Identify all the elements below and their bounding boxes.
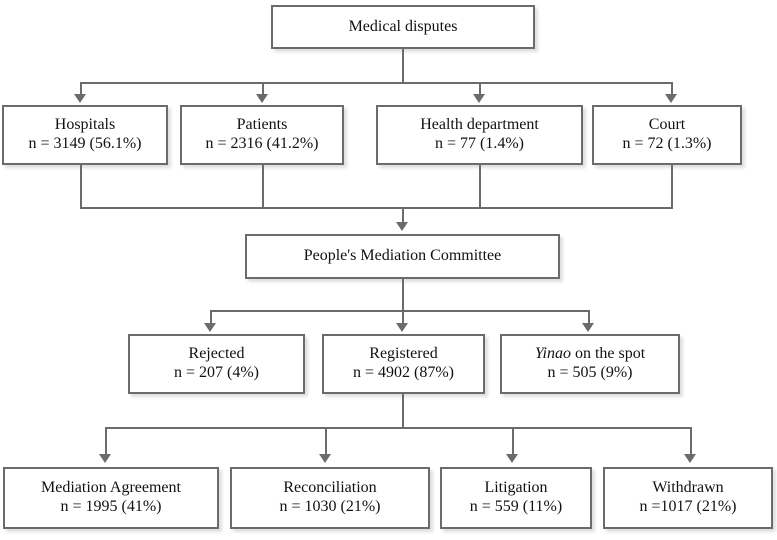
node-title: Mediation Agreement xyxy=(41,479,181,497)
connector-drop-court xyxy=(671,82,673,94)
node-health-department[interactable]: Health department n = 77 (1.4%) xyxy=(376,105,583,165)
connector-committee-stem xyxy=(402,279,404,310)
node-registered[interactable]: Registered n = 4902 (87%) xyxy=(322,334,485,394)
node-title-yinao: Yinao on the spot xyxy=(535,345,645,364)
connector-riser-health-department xyxy=(479,165,481,209)
node-title: Court xyxy=(648,116,686,134)
node-count: n = 1995 (41%) xyxy=(60,498,162,515)
node-title: Litigation xyxy=(484,479,548,497)
node-medical-disputes[interactable]: Medical disputes xyxy=(271,5,535,49)
connector-riser-patients xyxy=(262,165,264,209)
node-title: Medical disputes xyxy=(348,17,458,35)
node-title: Reconciliation xyxy=(283,479,377,497)
node-title: Withdrawn xyxy=(652,479,724,497)
arrow-litigation xyxy=(506,454,518,463)
node-court[interactable]: Court n = 72 (1.3%) xyxy=(592,105,742,165)
arrow-withdrawn xyxy=(684,454,696,463)
node-withdrawn[interactable]: Withdrawn n =1017 (21%) xyxy=(603,467,773,529)
node-count: n =1017 (21%) xyxy=(639,498,737,515)
node-title-rest: on the spot xyxy=(574,345,646,363)
connector-root-stem xyxy=(402,49,404,82)
arrow-reconciliation xyxy=(319,454,331,463)
node-count: n = 1030 (21%) xyxy=(279,498,381,515)
connector-riser-hospitals xyxy=(80,165,82,209)
node-count: n = 559 (11%) xyxy=(469,498,563,515)
arrow-patients xyxy=(256,94,268,103)
node-hospitals[interactable]: Hospitals n = 3149 (56.1%) xyxy=(2,105,168,165)
arrow-committee xyxy=(396,222,408,231)
node-count: n = 3149 (56.1%) xyxy=(28,135,142,152)
connector-bus-level4-level5 xyxy=(105,427,690,429)
connector-drop-health-department xyxy=(479,82,481,94)
node-count: n = 207 (4%) xyxy=(173,364,259,381)
connector-bus-level2-level3 xyxy=(80,207,672,209)
connector-drop-litigation xyxy=(512,427,514,454)
arrow-hospitals xyxy=(74,94,86,103)
node-title: Patients xyxy=(236,116,288,134)
node-count: n = 72 (1.3%) xyxy=(622,135,712,152)
arrow-court xyxy=(665,94,677,103)
node-count: n = 77 (1.4%) xyxy=(434,135,524,152)
node-title: People's Mediation Committee xyxy=(303,247,502,265)
node-title: Health department xyxy=(420,116,539,134)
arrow-mediation-agreement xyxy=(99,454,111,463)
node-reconciliation[interactable]: Reconciliation n = 1030 (21%) xyxy=(230,467,430,529)
connector-drop-withdrawn xyxy=(690,427,692,454)
arrow-rejected xyxy=(204,323,216,332)
arrow-registered xyxy=(396,323,408,332)
node-patients[interactable]: Patients n = 2316 (41.2%) xyxy=(180,105,344,165)
node-count: n = 505 (9%) xyxy=(547,364,633,381)
node-count: n = 4902 (87%) xyxy=(352,364,454,381)
node-count: n = 2316 (41.2%) xyxy=(205,135,319,152)
connector-registered-stem xyxy=(402,394,404,427)
connector-bus-level1-level2 xyxy=(80,82,672,84)
node-title: Rejected xyxy=(188,345,245,363)
node-peoples-mediation-committee[interactable]: People's Mediation Committee xyxy=(245,234,560,279)
connector-drop-rejected xyxy=(210,310,212,323)
node-rejected[interactable]: Rejected n = 207 (4%) xyxy=(128,334,305,394)
node-title: Registered xyxy=(369,345,438,363)
connector-drop-patients xyxy=(262,82,264,94)
connector-drop-yinao xyxy=(588,310,590,323)
connector-drop-registered xyxy=(402,310,404,323)
connector-drop-mediation-agreement xyxy=(105,427,107,454)
connector-drop-hospitals xyxy=(80,82,82,94)
node-yinao-on-the-spot[interactable]: Yinao on the spot n = 505 (9%) xyxy=(500,334,680,394)
arrow-health-department xyxy=(473,94,485,103)
node-litigation[interactable]: Litigation n = 559 (11%) xyxy=(440,467,592,529)
connector-drop-committee xyxy=(402,207,404,222)
connector-riser-court xyxy=(671,165,673,209)
arrow-yinao xyxy=(582,323,594,332)
connector-drop-reconciliation xyxy=(325,427,327,454)
node-title: Hospitals xyxy=(54,116,116,134)
node-title-italic-prefix: Yinao xyxy=(534,345,571,363)
node-mediation-agreement[interactable]: Mediation Agreement n = 1995 (41%) xyxy=(3,467,219,529)
connector-bus-level3-level4 xyxy=(210,310,588,312)
